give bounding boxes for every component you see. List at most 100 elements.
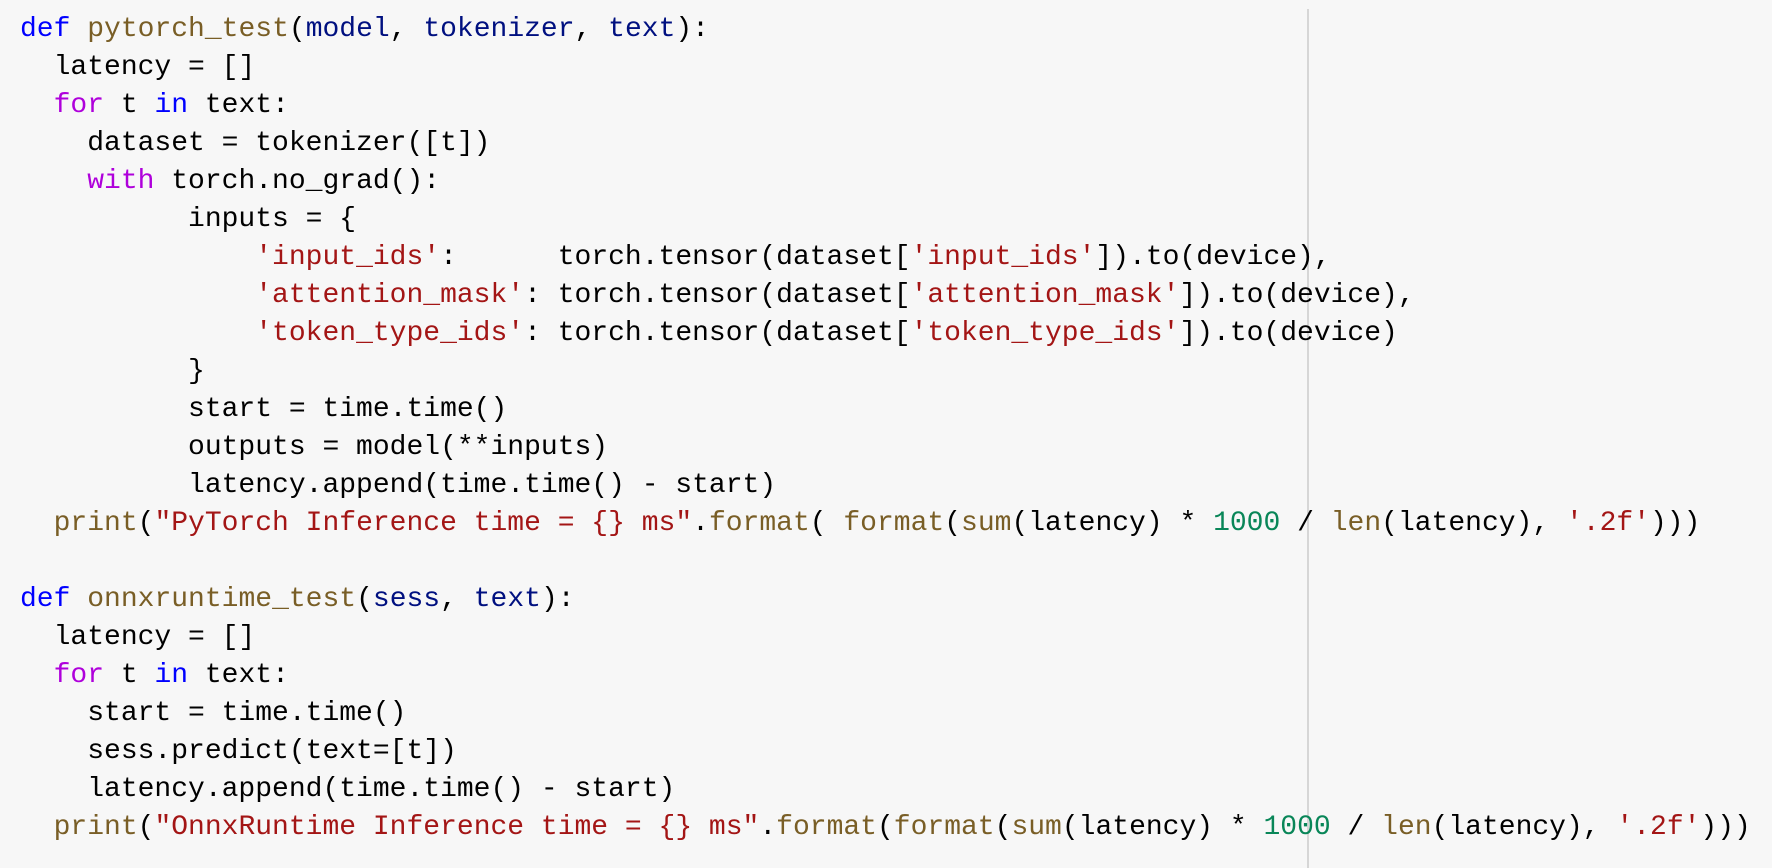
code-token: latency = [] xyxy=(20,52,256,83)
code-token: t xyxy=(104,90,155,121)
code-token: sess.predict(text=[t]) xyxy=(20,736,457,767)
code-line[interactable]: latency.append(time.time() - start) xyxy=(20,771,1751,809)
code-line[interactable]: 'input_ids': torch.tensor(dataset['input… xyxy=(20,239,1751,277)
function-name-token: print xyxy=(53,812,138,843)
code-token xyxy=(20,318,255,349)
function-name-token: format xyxy=(843,508,945,539)
code-line[interactable]: inputs = { xyxy=(20,201,1751,239)
code-line[interactable]: for t in text: xyxy=(20,657,1751,695)
code-token: , xyxy=(389,14,424,45)
code-line[interactable] xyxy=(20,543,1751,581)
control-keyword-token: for xyxy=(53,90,105,121)
function-name-token: format xyxy=(776,812,877,843)
code-token: , xyxy=(574,14,609,45)
code-token: dataset = tokenizer([t]) xyxy=(20,128,491,159)
code-token: ))) xyxy=(1650,508,1701,539)
code-token: latency = [] xyxy=(20,622,256,653)
code-line[interactable]: start = time.time() xyxy=(20,391,1751,429)
string-literal-token: 'input_ids' xyxy=(910,242,1096,273)
code-token: (latency), xyxy=(1431,812,1617,843)
function-name-token: len xyxy=(1381,812,1432,843)
code-token: text: xyxy=(188,660,289,691)
code-token: latency.append(time.time() - start) xyxy=(20,470,777,501)
code-token: text: xyxy=(188,90,289,121)
code-line[interactable]: def onnxruntime_test(sess, text): xyxy=(20,581,1751,619)
code-token: outputs = model(**inputs) xyxy=(20,432,609,463)
string-literal-token: 'attention_mask' xyxy=(255,280,525,311)
parameter-token: text xyxy=(473,584,541,615)
function-name-token: sum xyxy=(1011,812,1062,843)
code-line[interactable]: print("PyTorch Inference time = {} ms".f… xyxy=(20,505,1751,543)
function-name-token: print xyxy=(53,508,138,539)
code-line[interactable]: with torch.no_grad(): xyxy=(20,163,1751,201)
control-keyword-token: for xyxy=(53,660,105,691)
code-line[interactable]: print("OnnxRuntime Inference time = {} m… xyxy=(20,809,1751,847)
code-token: / xyxy=(1330,812,1382,843)
code-token xyxy=(20,508,54,539)
code-token xyxy=(20,660,54,691)
code-line[interactable]: latency = [] xyxy=(20,619,1751,657)
code-line[interactable]: 'token_type_ids': torch.tensor(dataset['… xyxy=(20,315,1751,353)
code-line[interactable]: start = time.time() xyxy=(20,695,1751,733)
code-token: start = time.time() xyxy=(20,698,407,729)
function-name-token: format xyxy=(893,812,995,843)
keyword-token: def xyxy=(20,14,71,45)
control-keyword-token: with xyxy=(87,166,155,197)
code-line[interactable]: } xyxy=(20,353,1751,391)
code-token: torch.no_grad(): xyxy=(154,166,441,197)
code-token: ( xyxy=(994,812,1012,843)
code-token xyxy=(20,280,255,311)
code-token xyxy=(20,166,87,197)
code-token: ))) xyxy=(1700,812,1751,843)
string-literal-token: 'token_type_ids' xyxy=(910,318,1180,349)
code-line[interactable]: latency = [] xyxy=(20,49,1751,87)
code-line[interactable]: def pytorch_test(model, tokenizer, text)… xyxy=(20,11,1751,49)
code-line[interactable]: sess.predict(text=[t]) xyxy=(20,733,1751,771)
code-token: (latency) * xyxy=(1061,812,1264,843)
code-token: ( xyxy=(356,584,373,615)
code-token: ( xyxy=(137,812,155,843)
code-token: . xyxy=(692,508,709,539)
keyword-token: in xyxy=(154,660,189,691)
function-name-token: pytorch_test xyxy=(87,14,289,45)
number-literal-token: 1000 xyxy=(1213,508,1281,539)
column-ruler xyxy=(1307,9,1309,868)
code-token: ( xyxy=(288,14,306,45)
parameter-token: model xyxy=(305,14,390,45)
code-token: : torch.tensor(dataset[ xyxy=(440,242,911,273)
number-literal-token: 1000 xyxy=(1263,812,1331,843)
code-token: start = time.time() xyxy=(20,394,508,425)
string-literal-token: "OnnxRuntime Inference time = {} ms" xyxy=(154,812,760,843)
code-token xyxy=(20,812,54,843)
code-line[interactable]: 'attention_mask': torch.tensor(dataset['… xyxy=(20,277,1751,315)
function-name-token: sum xyxy=(961,508,1012,539)
code-token: ): xyxy=(675,14,709,45)
code-line[interactable]: for t in text: xyxy=(20,87,1751,125)
function-name-token: onnxruntime_test xyxy=(87,584,357,615)
code-token: (latency) * xyxy=(1011,508,1214,539)
string-literal-token: 'attention_mask' xyxy=(910,280,1180,311)
code-token: ]).to(device), xyxy=(1179,280,1415,311)
code-line[interactable]: latency.append(time.time() - start) xyxy=(20,467,1751,505)
code-token: } xyxy=(20,356,205,387)
function-name-token: format xyxy=(708,508,810,539)
code-editor[interactable]: def pytorch_test(model, tokenizer, text)… xyxy=(20,11,1751,847)
code-token: inputs = { xyxy=(20,204,357,235)
code-token: , xyxy=(440,584,474,615)
code-line[interactable]: dataset = tokenizer([t]) xyxy=(20,125,1751,163)
code-token: (latency), xyxy=(1381,508,1566,539)
parameter-token: sess xyxy=(372,584,441,615)
code-token: ( xyxy=(876,812,894,843)
code-token: ( xyxy=(809,508,844,539)
string-literal-token: '.2f' xyxy=(1616,812,1701,843)
code-token: / xyxy=(1280,508,1331,539)
code-token: t xyxy=(104,660,155,691)
code-token: ): xyxy=(540,584,575,615)
code-token xyxy=(70,14,87,45)
code-token: ]).to(device) xyxy=(1179,318,1398,349)
code-token: ( xyxy=(944,508,962,539)
code-line[interactable]: outputs = model(**inputs) xyxy=(20,429,1751,467)
code-token xyxy=(20,242,255,273)
keyword-token: in xyxy=(154,90,189,121)
parameter-token: text xyxy=(608,14,676,45)
